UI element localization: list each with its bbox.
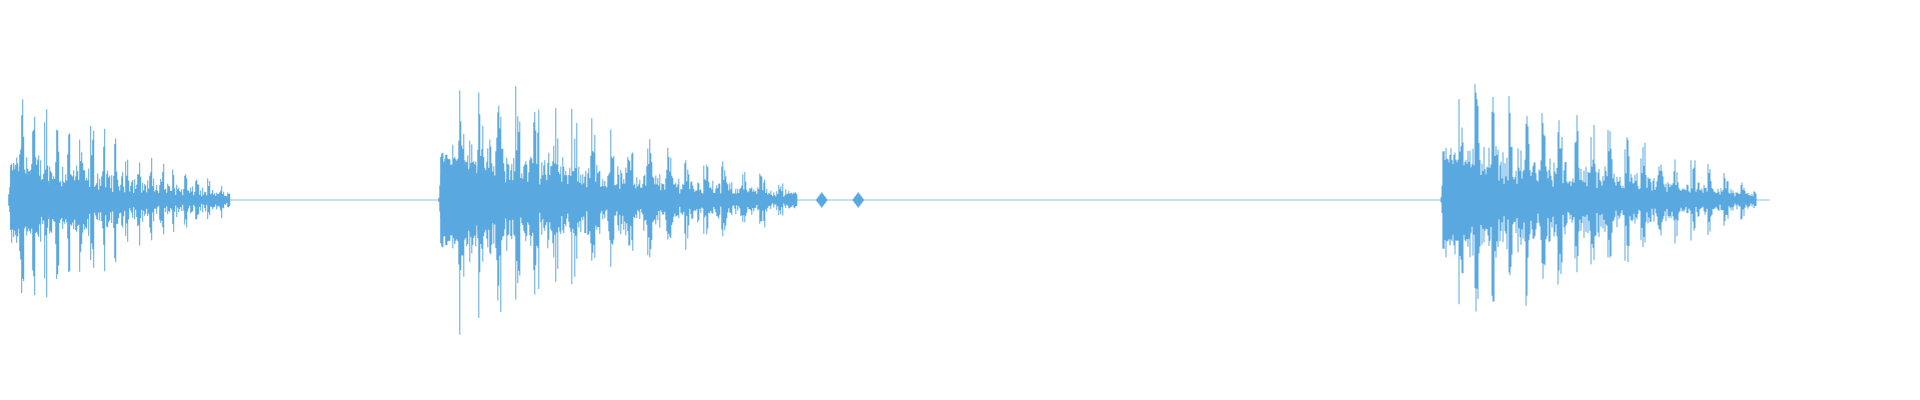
waveform-blip [852, 192, 864, 208]
waveform-blip [816, 192, 828, 208]
waveform-segment-3 [1440, 84, 1757, 312]
waveform-core [440, 152, 564, 248]
waveform-segment-2 [438, 86, 798, 335]
waveform-segment-1 [8, 99, 231, 298]
waveform-core [1442, 151, 1551, 249]
waveform-core [10, 163, 86, 237]
